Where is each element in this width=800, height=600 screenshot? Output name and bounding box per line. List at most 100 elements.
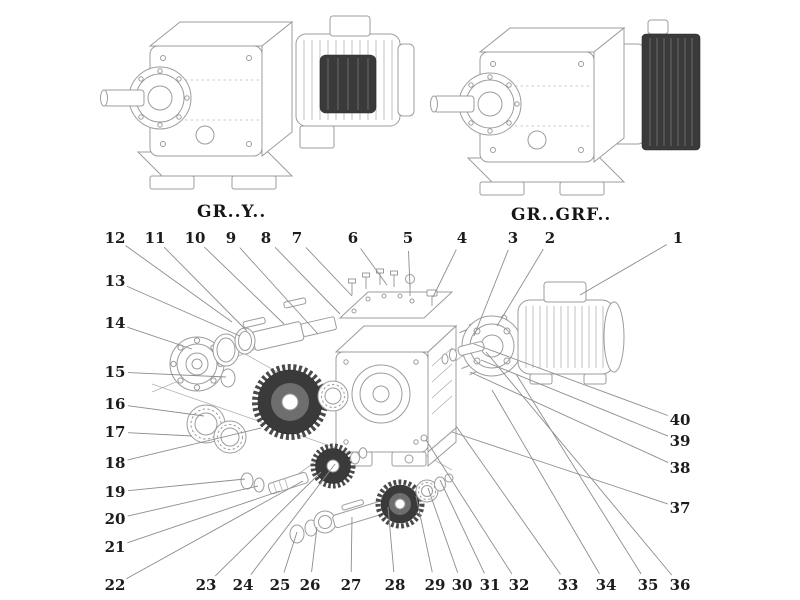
part-number-32: 32 bbox=[509, 576, 530, 594]
part-output-flange bbox=[169, 336, 225, 392]
part-number-26: 26 bbox=[300, 576, 321, 594]
variant-label-gr-y: GR..Y.. bbox=[197, 202, 267, 222]
leader-line-part-34 bbox=[491, 389, 600, 575]
leader-line-part-21 bbox=[127, 490, 281, 544]
part-number-25: 25 bbox=[270, 576, 291, 594]
assembled-view-gr-grf bbox=[430, 19, 701, 196]
leader-line-part-18 bbox=[127, 427, 262, 461]
part-number-4: 4 bbox=[457, 229, 467, 247]
leader-line-part-17 bbox=[127, 432, 193, 437]
leader-line-part-31 bbox=[439, 479, 485, 574]
leader-line-part-29 bbox=[415, 495, 433, 573]
leader-line-part-14 bbox=[127, 326, 193, 350]
part-number-10: 10 bbox=[185, 229, 206, 247]
part-number-40: 40 bbox=[670, 411, 691, 429]
part-number-2: 2 bbox=[545, 229, 555, 247]
part-number-33: 33 bbox=[558, 576, 579, 594]
leader-line-part-9 bbox=[239, 247, 319, 335]
leader-line-part-24 bbox=[250, 463, 336, 575]
part-number-8: 8 bbox=[261, 229, 271, 247]
part-number-23: 23 bbox=[196, 576, 217, 594]
part-number-14: 14 bbox=[105, 314, 126, 332]
part-top-cover bbox=[338, 291, 454, 319]
part-housing bbox=[334, 324, 458, 468]
leader-line-part-11 bbox=[163, 246, 248, 332]
leader-line-part-19 bbox=[127, 478, 246, 492]
part-number-12: 12 bbox=[105, 229, 126, 247]
leader-line-part-13 bbox=[126, 285, 241, 337]
part-number-5: 5 bbox=[403, 229, 413, 247]
part-number-31: 31 bbox=[480, 576, 501, 594]
leader-line-part-1 bbox=[579, 244, 667, 296]
leader-line-part-22 bbox=[126, 480, 304, 580]
leader-line-part-30 bbox=[427, 487, 459, 573]
part-number-1: 1 bbox=[673, 229, 683, 247]
part-number-19: 19 bbox=[105, 483, 126, 501]
leader-line-part-12 bbox=[125, 245, 233, 323]
leader-line-part-7 bbox=[305, 247, 353, 297]
part-oil-seal bbox=[212, 327, 256, 388]
leader-line-part-8 bbox=[274, 247, 341, 315]
part-number-36: 36 bbox=[670, 576, 691, 594]
part-number-13: 13 bbox=[105, 272, 126, 290]
leader-line-part-28 bbox=[387, 506, 395, 573]
leader-line-part-20 bbox=[127, 485, 259, 517]
part-cover-bolts bbox=[348, 268, 398, 296]
leader-line-part-23 bbox=[214, 471, 322, 577]
part-number-18: 18 bbox=[105, 454, 126, 472]
leader-line-part-6 bbox=[360, 248, 388, 286]
part-number-27: 27 bbox=[341, 576, 362, 594]
part-drain-plug bbox=[420, 434, 428, 442]
leader-line-part-38 bbox=[469, 371, 669, 464]
leader-line-part-3 bbox=[473, 249, 509, 337]
part-number-15: 15 bbox=[105, 363, 126, 381]
leader-line-part-27 bbox=[350, 516, 353, 573]
construction-line bbox=[151, 383, 337, 449]
part-number-24: 24 bbox=[233, 576, 254, 594]
part-output-shaft-set bbox=[289, 473, 454, 544]
part-intermediate-pinion bbox=[240, 443, 368, 495]
leader-line-part-33 bbox=[455, 425, 561, 575]
leader-line-part-2 bbox=[496, 248, 544, 327]
assembled-view-gr-y bbox=[100, 15, 415, 190]
leader-line-part-26 bbox=[311, 526, 318, 573]
leader-line-part-25 bbox=[283, 531, 298, 573]
leader-line-part-5 bbox=[408, 250, 411, 289]
leader-line-part-4 bbox=[432, 249, 457, 298]
leader-line-part-15 bbox=[127, 372, 227, 378]
part-number-9: 9 bbox=[226, 229, 236, 247]
part-number-37: 37 bbox=[670, 499, 691, 517]
exploded-parts-view bbox=[151, 268, 625, 544]
part-number-34: 34 bbox=[596, 576, 617, 594]
leader-line-part-32 bbox=[425, 439, 513, 575]
part-motor bbox=[517, 281, 625, 385]
part-number-29: 29 bbox=[425, 576, 446, 594]
part-number-38: 38 bbox=[670, 459, 691, 477]
part-number-16: 16 bbox=[105, 395, 126, 413]
part-number-6: 6 bbox=[348, 229, 358, 247]
leader-line-part-16 bbox=[127, 405, 205, 417]
part-number-30: 30 bbox=[452, 576, 473, 594]
part-output-bearings bbox=[186, 404, 247, 454]
leader-line-part-37 bbox=[451, 431, 668, 505]
variant-label-gr-grf: GR..GRF.. bbox=[511, 205, 612, 225]
part-number-22: 22 bbox=[105, 576, 126, 594]
leader-line-part-10 bbox=[204, 246, 285, 325]
leader-line-part-36 bbox=[485, 351, 673, 576]
part-gear-bearing bbox=[317, 380, 349, 412]
part-number-3: 3 bbox=[508, 229, 518, 247]
part-number-7: 7 bbox=[292, 229, 302, 247]
part-number-35: 35 bbox=[638, 576, 659, 594]
part-number-21: 21 bbox=[105, 538, 126, 556]
part-motor-flange bbox=[461, 315, 523, 377]
leader-line-part-40 bbox=[473, 343, 668, 416]
part-number-28: 28 bbox=[385, 576, 406, 594]
part-number-17: 17 bbox=[105, 423, 126, 441]
part-output-gear bbox=[252, 364, 328, 440]
part-number-39: 39 bbox=[670, 432, 691, 450]
part-number-20: 20 bbox=[105, 510, 126, 528]
leader-line-part-39 bbox=[480, 359, 669, 437]
